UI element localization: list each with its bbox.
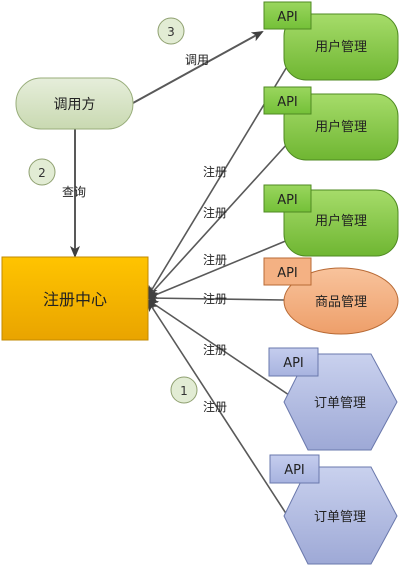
api-tag (269, 454, 320, 484)
api-tag-label: API (283, 356, 304, 371)
api-tag (263, 257, 312, 286)
service-label: 商品管理 (315, 295, 367, 310)
register-label-3: 注册 (203, 252, 227, 267)
api-tag-label: API (277, 266, 298, 281)
register-arrow-5 (146, 298, 290, 396)
register-label-4: 注册 (203, 291, 227, 306)
register-label-6: 注册 (203, 399, 227, 414)
registry-label: 注册中心 (43, 290, 107, 309)
api-tag (268, 347, 319, 377)
call-arrow (132, 31, 264, 104)
service-product-management: 商品管理 API (263, 257, 399, 335)
api-tag-label: API (277, 193, 298, 208)
registry-node: 注册中心 (1, 256, 149, 341)
svg-text:2: 2 (38, 166, 46, 180)
call-label: 调用 (185, 53, 209, 67)
step-badge-2: 2 (28, 158, 56, 186)
register-arrow-3 (146, 239, 289, 299)
api-tag-label: API (284, 463, 305, 478)
service-label: 订单管理 (314, 510, 366, 525)
step-badge-1: 1 (170, 376, 198, 404)
service-user-management-2: 用户管理 API (263, 86, 399, 161)
api-tag (263, 86, 312, 115)
service-user-management-3: 用户管理 API (263, 184, 399, 257)
register-arrow-6 (146, 299, 288, 516)
register-label-5: 注册 (203, 342, 227, 357)
svg-text:1: 1 (180, 384, 188, 398)
api-tag-label: API (277, 10, 298, 25)
service-label: 用户管理 (315, 39, 367, 55)
api-tag (263, 184, 312, 213)
service-label: 用户管理 (315, 119, 367, 135)
service-order-management-2: 订单管理 API (269, 454, 398, 565)
register-label-2: 注册 (203, 205, 227, 220)
service-label: 订单管理 (314, 396, 366, 411)
api-tag-label: API (277, 95, 298, 110)
step-badge-3: 3 (157, 17, 185, 45)
caller-node: 调用方 (15, 77, 134, 130)
service-order-management-1: 订单管理 API (268, 347, 398, 451)
svg-text:3: 3 (167, 25, 175, 39)
register-label-1: 注册 (203, 164, 227, 179)
register-arrow-2 (146, 142, 289, 299)
service-user-management-1: 用户管理 API (263, 1, 399, 81)
query-label: 查询 (62, 185, 86, 199)
service-label: 用户管理 (315, 213, 367, 229)
api-tag (263, 1, 312, 30)
register-arrow-4 (146, 293, 285, 304)
caller-label: 调用方 (54, 97, 96, 113)
